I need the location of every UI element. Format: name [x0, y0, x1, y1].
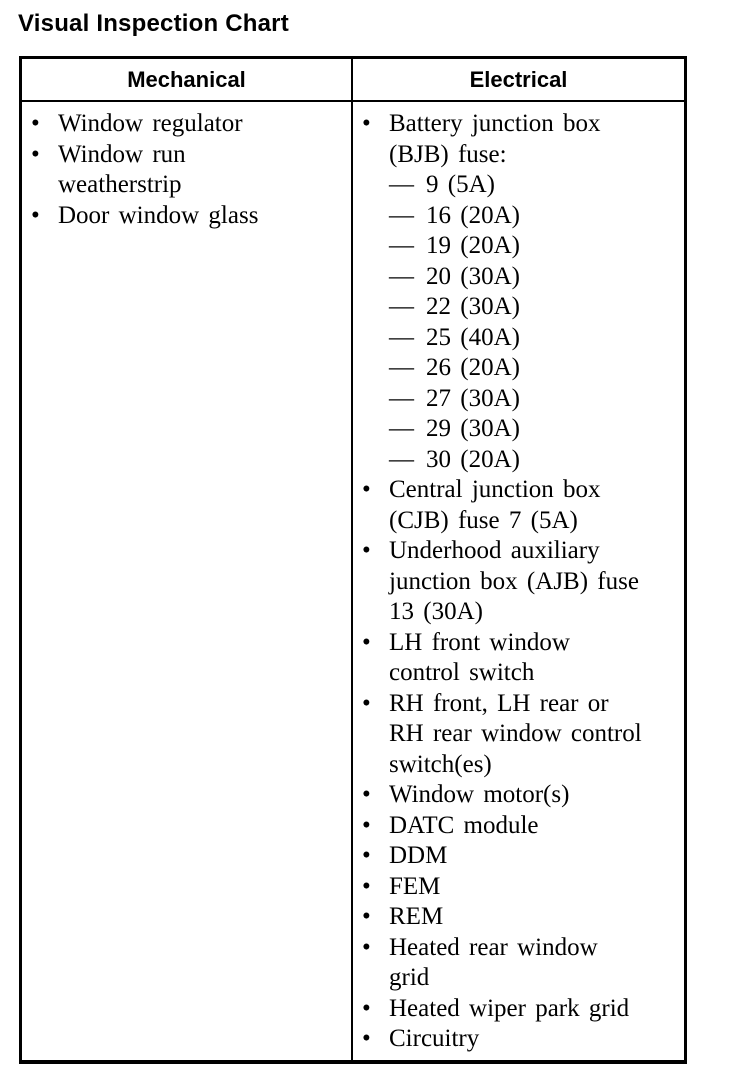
- dash-marker: —: [389, 201, 414, 229]
- fuse-value: 16 (20A): [426, 201, 520, 229]
- fuse-value: 29 (30A): [426, 415, 520, 442]
- list-item: • Window regulator: [31, 109, 346, 140]
- fuse-value: 26 (20A): [426, 354, 520, 381]
- list-item: • Battery junction box (BJB) fuse:: [362, 109, 679, 170]
- table-header-row: Mechanical Electrical: [22, 59, 684, 102]
- fuse-sub-item: — 25 (40A): [362, 323, 679, 354]
- bullet-icon: •: [362, 476, 371, 503]
- bullet-icon: •: [362, 110, 371, 137]
- list-item: • Underhood auxiliary junction box (AJB)…: [362, 536, 679, 628]
- bullet-icon: •: [31, 140, 40, 168]
- fuse-sub-item: — 19 (20A): [362, 231, 679, 262]
- list-item: • Heated rear window grid: [362, 933, 679, 994]
- fuse-sub-item: — 9 (5A): [362, 170, 679, 201]
- item-text: Battery junction box (BJB) fuse:: [389, 110, 601, 168]
- electrical-cell: • Battery junction box (BJB) fuse: — 9 (5…: [353, 102, 684, 1060]
- item-text: FEM: [389, 872, 441, 900]
- list-item: • RH front, LH rear or RH rear window co…: [362, 689, 679, 781]
- fuse-value: 27 (30A): [426, 384, 520, 412]
- fuse-value: 20 (30A): [426, 262, 520, 290]
- mechanical-list: • Window regulator • Window run weathers…: [22, 102, 351, 231]
- dash-marker: —: [389, 171, 414, 198]
- list-item: • Window motor(s): [362, 780, 679, 811]
- item-text: Window regulator: [58, 110, 243, 137]
- fuse-value: 9 (5A): [426, 171, 495, 198]
- fuse-value: 19 (20A): [426, 232, 520, 259]
- bullet-icon: •: [31, 201, 40, 229]
- fuse-sub-item: — 20 (30A): [362, 262, 679, 293]
- list-item: • REM: [362, 902, 679, 933]
- bullet-icon: •: [362, 842, 371, 869]
- list-item: • Circuitry: [362, 1024, 679, 1055]
- fuse-sub-item: — 27 (30A): [362, 384, 679, 415]
- bullet-icon: •: [362, 1025, 371, 1052]
- item-text: REM: [389, 903, 444, 930]
- bullet-icon: •: [362, 811, 371, 839]
- bullet-icon: •: [362, 689, 371, 717]
- item-text: Circuitry: [389, 1025, 480, 1052]
- fuse-sub-item: — 30 (20A): [362, 445, 679, 476]
- list-item: • DATC module: [362, 811, 679, 842]
- bullet-icon: •: [362, 628, 371, 656]
- item-text: Window motor(s): [389, 781, 570, 808]
- table-body-row: • Window regulator • Window run weathers…: [22, 102, 684, 1060]
- column-header-mechanical: Mechanical: [22, 59, 353, 100]
- dash-marker: —: [389, 354, 414, 381]
- list-item: • Door window glass: [31, 201, 346, 232]
- item-text: LH front window control switch: [389, 628, 570, 687]
- dash-marker: —: [389, 323, 414, 351]
- dash-marker: —: [389, 445, 414, 473]
- list-item: • DDM: [362, 841, 679, 872]
- fuse-sub-item: — 26 (20A): [362, 353, 679, 384]
- bullet-icon: •: [31, 110, 40, 137]
- list-item: • Central junction box (CJB) fuse 7 (5A): [362, 475, 679, 536]
- fuse-value: 30 (20A): [426, 445, 520, 473]
- fuse-sub-item: — 22 (30A): [362, 292, 679, 323]
- dash-marker: —: [389, 262, 414, 290]
- bullet-icon: •: [362, 933, 371, 961]
- fuse-sub-item: — 16 (20A): [362, 201, 679, 232]
- bullet-icon: •: [362, 781, 371, 808]
- fuse-value: 25 (40A): [426, 323, 520, 351]
- bullet-icon: •: [362, 994, 371, 1022]
- item-text: Heated wiper park grid: [389, 994, 630, 1022]
- item-text: Window run weatherstrip: [58, 140, 186, 199]
- dash-marker: —: [389, 293, 414, 320]
- item-text: Underhood auxiliary junction box (AJB) f…: [389, 537, 639, 625]
- dash-marker: —: [389, 384, 414, 412]
- page-title: Visual Inspection Chart: [18, 10, 289, 37]
- column-header-electrical: Electrical: [469, 67, 568, 92]
- fuse-value: 22 (30A): [426, 293, 520, 320]
- dash-marker: —: [389, 232, 414, 259]
- list-item: • Heated wiper park grid: [362, 994, 679, 1025]
- item-text: Door window glass: [58, 201, 259, 229]
- fuse-sub-item: — 29 (30A): [362, 414, 679, 445]
- item-text: RH front, LH rear or RH rear window cont…: [389, 689, 642, 778]
- list-item: • FEM: [362, 872, 679, 903]
- mechanical-cell: • Window regulator • Window run weathers…: [22, 102, 353, 1060]
- item-text: DDM: [389, 842, 448, 869]
- list-item: • Window run weatherstrip: [31, 140, 346, 201]
- bullet-icon: •: [362, 872, 371, 900]
- dash-marker: —: [389, 415, 414, 442]
- bullet-icon: •: [362, 537, 371, 564]
- visual-inspection-table: Mechanical Electrical • Window regulator…: [19, 56, 687, 1064]
- item-text: DATC module: [389, 811, 539, 839]
- list-item: • LH front window control switch: [362, 628, 679, 689]
- item-text: Heated rear window grid: [389, 933, 598, 992]
- electrical-list: • Battery junction box (BJB) fuse: — 9 (5…: [353, 102, 684, 1055]
- item-text: Central junction box (CJB) fuse 7 (5A): [389, 476, 601, 534]
- bullet-icon: •: [362, 903, 371, 930]
